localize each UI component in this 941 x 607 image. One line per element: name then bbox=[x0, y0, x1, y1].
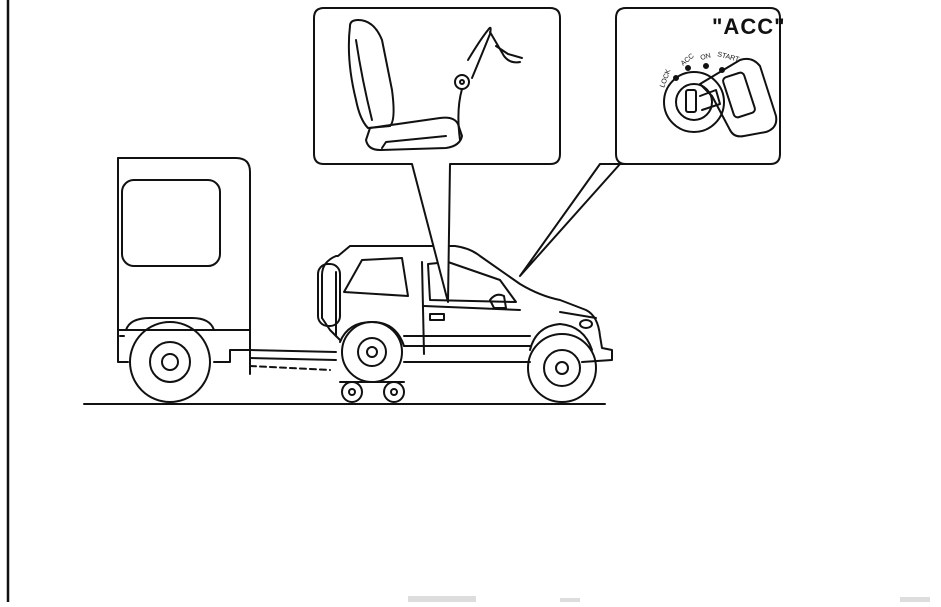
tow-bar bbox=[250, 350, 336, 370]
suv-rear-wheel bbox=[342, 322, 402, 382]
position-dot-lock bbox=[674, 76, 678, 80]
position-dot-acc bbox=[686, 66, 690, 70]
motorhome-wheel bbox=[130, 322, 210, 402]
tow-dolly bbox=[340, 382, 404, 402]
bottom-edge-marks bbox=[408, 596, 930, 602]
towed-suv bbox=[318, 246, 612, 402]
seat-callout bbox=[314, 8, 560, 302]
acc-label: "ACC" bbox=[712, 14, 786, 40]
motorhome bbox=[118, 158, 250, 402]
suv-front-wheel bbox=[528, 334, 596, 402]
motorhome-window bbox=[122, 180, 220, 266]
position-dot-start bbox=[720, 68, 724, 72]
position-dot-on bbox=[704, 64, 708, 68]
rear-side-window bbox=[344, 258, 408, 296]
